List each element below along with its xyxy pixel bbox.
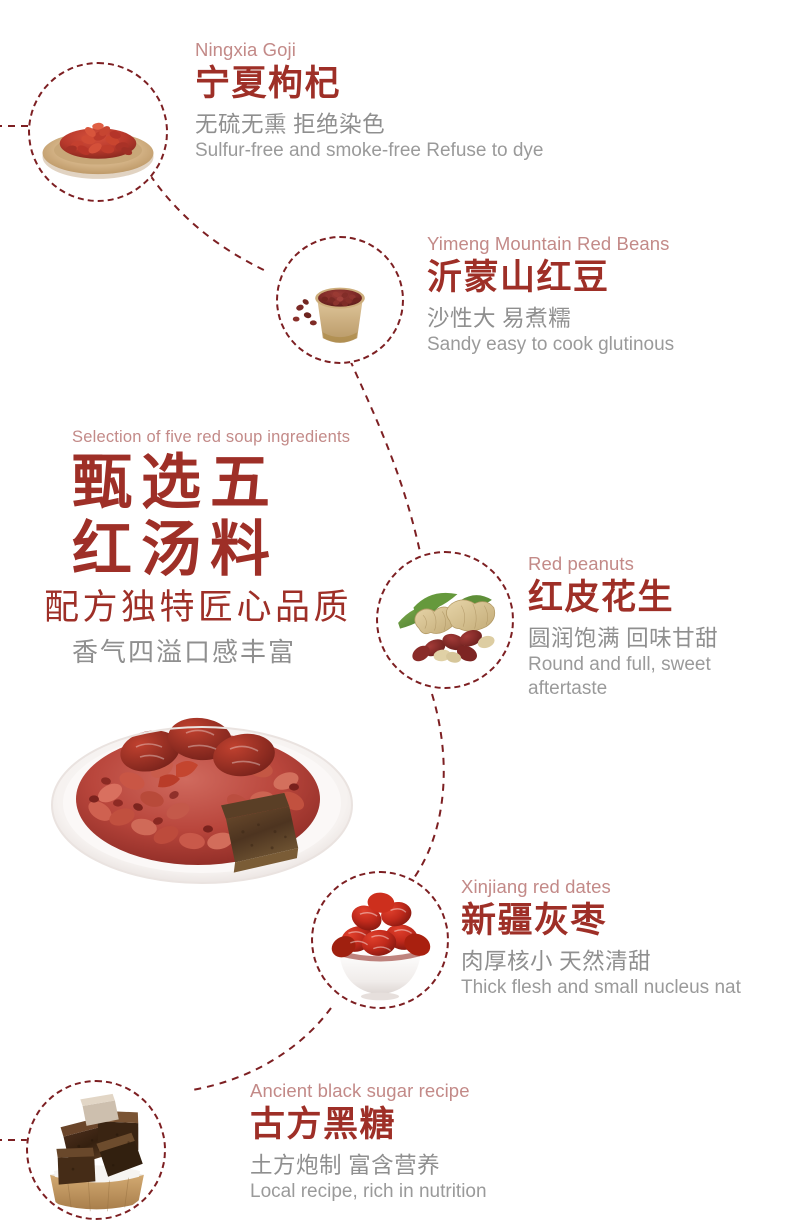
subtitle-english-red-peanuts: Round and full, sweet aftertaste <box>528 654 711 699</box>
hero-english-label: Selection of five red soup ingredients <box>72 428 351 446</box>
info-red-peanuts: Red peanuts 红皮花生 圆润饱满 回味甘甜 Round and ful… <box>528 552 768 701</box>
label-english-red-peanuts: Red peanuts <box>528 553 635 574</box>
photo-mixed-ingredients-plate <box>48 707 356 889</box>
label-english-yimeng-red-beans: Yimeng Mountain Red Beans <box>427 233 670 254</box>
dashed-ring-black-sugar <box>26 1080 166 1220</box>
dashed-ring-red-dates <box>311 871 449 1009</box>
subtitle-chinese-ancient-black-sugar: 土方炮制 富含营养 <box>250 1152 441 1178</box>
badge-ancient-black-sugar <box>26 1080 166 1220</box>
info-yimeng-red-beans: Yimeng Mountain Red Beans 沂蒙山红豆 沙性大 易煮糯 … <box>427 232 674 357</box>
line-peanuts-to-dates <box>407 693 445 887</box>
badge-ningxia-goji <box>28 62 168 202</box>
hero-line-4: 香气四溢口感丰富 <box>72 638 297 668</box>
hero-line-3: 配方独特匠心品质 <box>44 588 353 628</box>
hero-title-block: Selection of five red soup ingredients 甄… <box>44 428 352 670</box>
hero-line-2: 红汤料 <box>72 517 279 584</box>
subtitle-english-ningxia-goji: Sulfur-free and smoke-free Refuse to dye <box>195 140 544 162</box>
subtitle-english-yimeng-red-beans: Sandy easy to cook glutinous <box>427 334 675 356</box>
badge-red-peanuts <box>376 551 514 689</box>
dashed-ring-goji <box>28 62 168 202</box>
info-ancient-black-sugar: Ancient black sugar recipe 古方黑糖 土方炮制 富含营… <box>250 1079 487 1204</box>
label-english-ancient-black-sugar: Ancient black sugar recipe <box>250 1080 470 1101</box>
line-beans-to-peanuts <box>349 359 421 553</box>
line-dates-to-sugar <box>191 1007 332 1091</box>
hero-line-1: 甄选五 <box>72 450 279 516</box>
subtitle-chinese-red-peanuts: 圆润饱满 回味甘甜 <box>528 625 719 651</box>
badge-yimeng-red-beans <box>276 236 404 364</box>
subtitle-english-ancient-black-sugar: Local recipe, rich in nutrition <box>250 1181 487 1203</box>
info-ningxia-goji: Ningxia Goji 宁夏枸杞 无硫无熏 拒绝染色 Sulfur-free … <box>195 38 544 163</box>
title-chinese-yimeng-red-beans: 沂蒙山红豆 <box>427 258 610 298</box>
title-chinese-xinjiang-red-dates: 新疆灰枣 <box>461 901 608 941</box>
label-english-ningxia-goji: Ningxia Goji <box>195 39 296 60</box>
label-english-xinjiang-red-dates: Xinjiang red dates <box>461 876 611 897</box>
dashed-ring-red-beans <box>276 236 404 364</box>
subtitle-english-xinjiang-red-dates: Thick flesh and small nucleus nat <box>461 977 741 999</box>
subtitle-chinese-ningxia-goji: 无硫无熏 拒绝染色 <box>195 111 386 137</box>
title-chinese-red-peanuts: 红皮花生 <box>528 578 675 618</box>
subtitle-chinese-xinjiang-red-dates: 肉厚核小 天然清甜 <box>461 948 652 974</box>
info-xinjiang-red-dates: Xinjiang red dates 新疆灰枣 肉厚核小 天然清甜 Thick … <box>461 875 741 1000</box>
line-goji-to-beans <box>149 174 269 273</box>
dashed-ring-red-peanuts <box>376 551 514 689</box>
title-chinese-ancient-black-sugar: 古方黑糖 <box>250 1105 397 1145</box>
badge-xinjiang-red-dates <box>311 871 449 1009</box>
subtitle-chinese-yimeng-red-beans: 沙性大 易煮糯 <box>427 305 572 331</box>
title-chinese-ningxia-goji: 宁夏枸杞 <box>195 64 342 104</box>
